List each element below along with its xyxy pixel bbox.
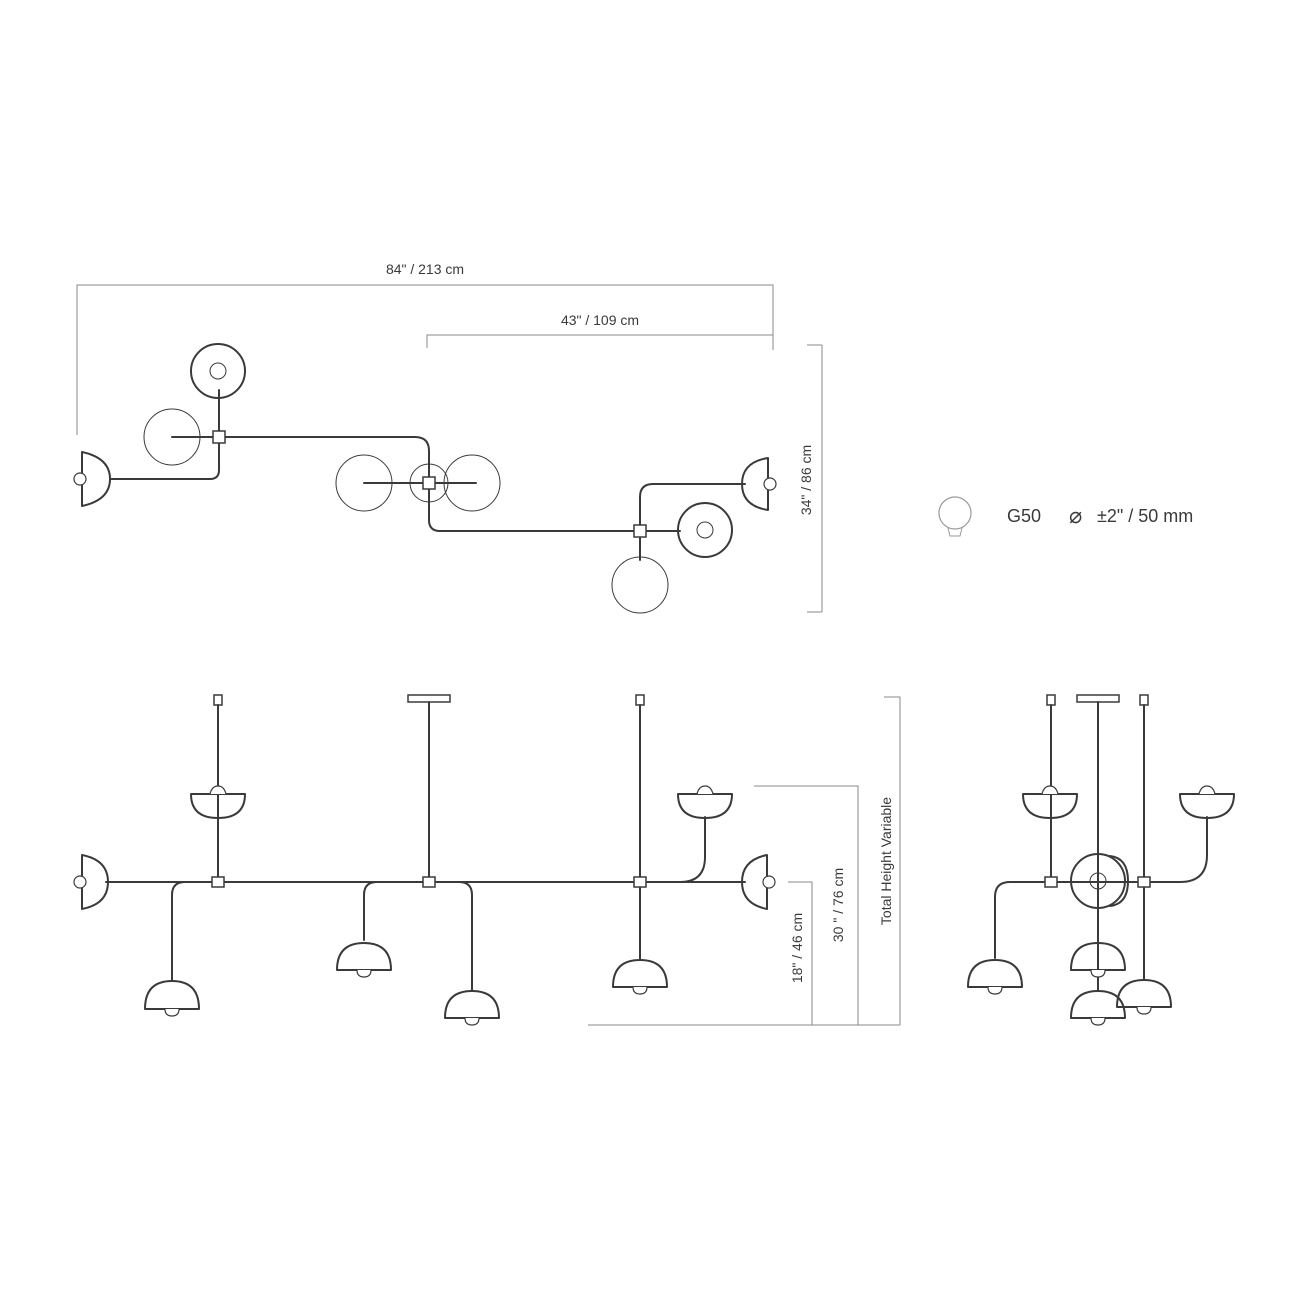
mount-left xyxy=(213,694,223,706)
plan-dome-left xyxy=(81,451,111,507)
side-elevation xyxy=(967,694,1235,1026)
plan-globe-bottom xyxy=(611,556,669,614)
plan-globe-center-left xyxy=(335,454,393,512)
drop-mid-label: 30 " / 76 cm xyxy=(830,868,846,942)
bulb-spec: G50 ⌀ ±2" / 50 mm xyxy=(938,496,1193,537)
overall-width-dimension: 84" / 213 cm xyxy=(76,261,774,435)
drop-low-label: 18" / 46 cm xyxy=(789,913,805,983)
bulb-icon xyxy=(938,496,972,530)
plan-dome-right xyxy=(741,457,769,511)
half-width-dimension: 43" / 109 cm xyxy=(426,312,773,348)
side-shade-front xyxy=(1070,853,1126,909)
plan-joints xyxy=(212,430,647,538)
mount-right xyxy=(635,694,645,706)
plan-shade-top xyxy=(190,343,246,399)
plan-shade-right xyxy=(677,502,733,558)
side-dome-left xyxy=(81,854,109,910)
overall-width-label: 84" / 213 cm xyxy=(386,261,464,277)
bulb-type: G50 xyxy=(1007,506,1041,526)
plan-globe-left xyxy=(143,408,201,466)
plan-globe-center-right xyxy=(443,454,501,512)
canopy-center xyxy=(407,694,451,703)
up-shade-left xyxy=(190,793,246,819)
total-height-label: Total Height Variable xyxy=(878,797,894,925)
plan-shades xyxy=(73,343,777,614)
depth-dimension: 34" / 86 cm xyxy=(798,344,823,613)
depth-label: 34" / 86 cm xyxy=(798,445,814,515)
plan-globe-center xyxy=(409,463,449,503)
plan-view: 84" / 213 cm 43" / 109 cm 34" / 86 cm xyxy=(73,261,823,614)
down-shades xyxy=(144,942,668,1026)
diameter-symbol-icon: ⌀ xyxy=(1069,503,1082,528)
up-shade-right xyxy=(677,793,733,819)
plan-arms xyxy=(109,389,746,561)
front-elevation: 18" / 46 cm 30 " / 76 cm Total Height Va… xyxy=(73,694,901,1026)
half-width-label: 43" / 109 cm xyxy=(561,312,639,328)
side-dome-right xyxy=(741,854,768,910)
bulb-diameter: ±2" / 50 mm xyxy=(1097,506,1193,526)
height-dimensions: 18" / 46 cm 30 " / 76 cm Total Height Va… xyxy=(588,696,901,1026)
